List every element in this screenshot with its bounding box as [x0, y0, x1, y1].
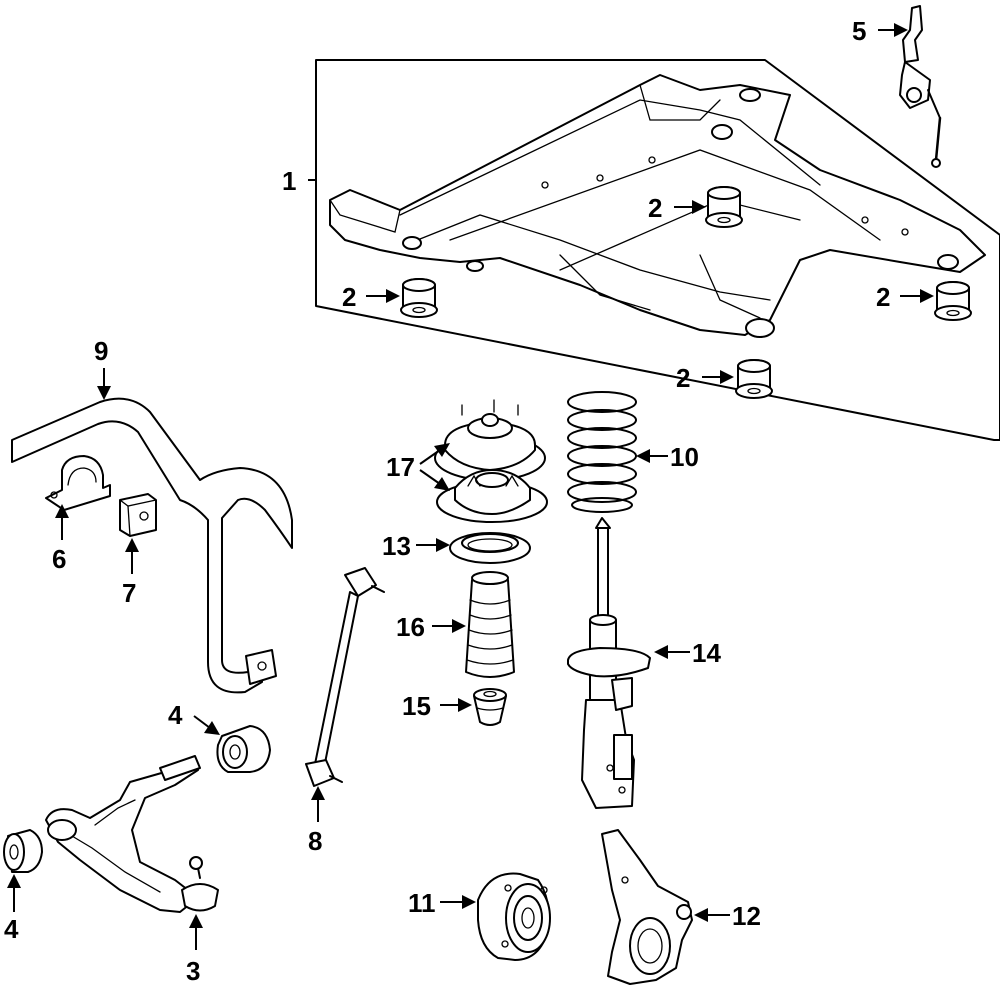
callout-17: 17 — [386, 443, 450, 491]
subframe-group-box — [315, 59, 1000, 441]
stabilizer-bar — [11, 397, 293, 694]
callout-4-upper-label: 4 — [168, 700, 183, 730]
callout-12-label: 12 — [732, 901, 761, 931]
strut-assembly — [567, 517, 651, 809]
strut-mount-upper — [434, 399, 546, 481]
callout-16: 16 — [396, 612, 466, 642]
callout-6-label: 6 — [52, 544, 66, 574]
callout-2-right: 2 — [876, 282, 934, 312]
callout-5: 5 — [852, 16, 908, 46]
callout-2-bottom: 2 — [676, 363, 734, 393]
callout-4-upper: 4 — [168, 700, 220, 735]
ball-joint — [181, 856, 219, 912]
callout-2-top-label: 2 — [648, 193, 662, 223]
callout-2-bottom-label: 2 — [676, 363, 690, 393]
subframe-bushing-bottom — [735, 359, 773, 399]
callout-14: 14 — [654, 638, 721, 668]
strut-bump-stop — [473, 688, 507, 726]
wheel-hub-bearing — [477, 872, 551, 961]
callout-4-lower-label: 4 — [4, 914, 19, 944]
callout-8-label: 8 — [308, 826, 322, 856]
callout-10: 10 — [636, 442, 699, 472]
callout-2-left-label: 2 — [342, 282, 356, 312]
callout-7-label: 7 — [122, 578, 136, 608]
stabilizer-bar-bushing — [119, 493, 157, 537]
subframe-bushing-right — [934, 281, 972, 321]
callout-6: 6 — [52, 504, 69, 574]
subframe-bushing-left — [400, 278, 438, 318]
crossmember-subframe — [329, 74, 986, 338]
stabilizer-link — [305, 567, 385, 787]
strut-mount-lower — [436, 469, 548, 523]
strut-dust-boot — [465, 571, 515, 678]
callout-1: 1 — [282, 166, 316, 196]
spring-seat-insulator — [449, 532, 531, 564]
callout-11-label: 11 — [408, 888, 436, 918]
callout-4-lower: 4 — [4, 874, 21, 944]
callout-14-label: 14 — [692, 638, 721, 668]
callout-11: 11 — [408, 888, 476, 918]
lower-control-arm — [45, 755, 201, 913]
subframe-bushing-top — [705, 186, 743, 228]
callout-2-left: 2 — [342, 282, 400, 312]
callout-13: 13 — [382, 531, 450, 561]
callout-5-label: 5 — [852, 16, 866, 46]
callout-9-label: 9 — [94, 336, 108, 366]
callout-2-right-label: 2 — [876, 282, 890, 312]
callout-12: 12 — [694, 901, 761, 931]
callout-17-label: 17 — [386, 452, 415, 482]
stabilizer-bar-bracket — [45, 455, 111, 511]
callout-3: 3 — [186, 914, 203, 986]
control-arm-bushing-front — [3, 829, 43, 873]
ride-height-sensor — [899, 5, 942, 168]
callout-8: 8 — [308, 786, 325, 856]
control-arm-bushing-rear — [216, 725, 271, 773]
callout-7: 7 — [122, 538, 139, 608]
callout-9: 9 — [94, 336, 111, 400]
callout-10-label: 10 — [670, 442, 699, 472]
callout-13-label: 13 — [382, 531, 411, 561]
callout-15: 15 — [402, 691, 472, 721]
callout-3-label: 3 — [186, 956, 200, 986]
callout-2-top: 2 — [648, 193, 706, 223]
steering-knuckle — [601, 829, 693, 985]
callout-1-label: 1 — [282, 166, 296, 196]
callout-16-label: 16 — [396, 612, 425, 642]
callout-15-label: 15 — [402, 691, 431, 721]
coil-spring — [567, 391, 637, 513]
